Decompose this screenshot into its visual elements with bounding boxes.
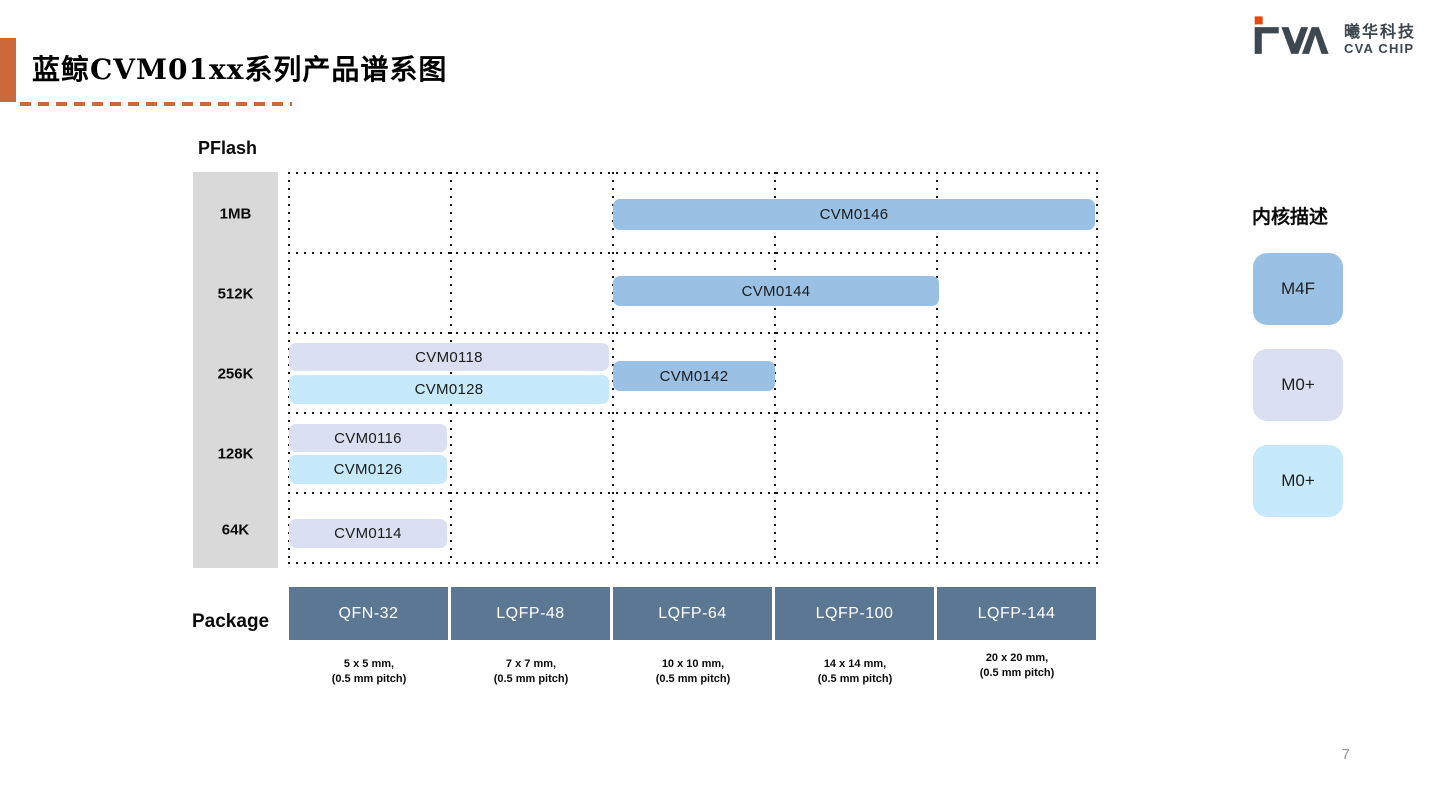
package-size-label: 10 x 10 mm, (0.5 mm pitch) — [655, 658, 731, 685]
product-bar: CVM0116 — [289, 424, 447, 452]
cva-logo-mark-icon — [1254, 16, 1329, 54]
grid-hline — [288, 412, 1098, 414]
grid-hline — [288, 252, 1098, 254]
grid-vline — [936, 172, 938, 564]
title-dashed-underline — [20, 102, 292, 106]
logo-company-name-en: CVA CHIP — [1343, 41, 1415, 57]
legend-title: 内核描述 — [1252, 207, 1329, 228]
package-block: QFN-32 — [289, 587, 448, 640]
y-axis-tick-label: 128K — [217, 445, 254, 463]
product-bar: CVM0146 — [613, 199, 1095, 230]
product-bar: CVM0126 — [289, 455, 447, 484]
y-axis-tick-label: 1MB — [219, 205, 252, 223]
x-axis-title: Package — [192, 611, 270, 632]
product-bar: CVM0128 — [289, 375, 609, 404]
package-block: LQFP-64 — [613, 587, 772, 640]
legend-core-box: M0+ — [1253, 349, 1343, 421]
company-logo: 曦华科技 CVA CHIP — [1252, 14, 1416, 58]
package-size-label: 5 x 5 mm, (0.5 mm pitch) — [331, 658, 407, 685]
logo-company-name-cn: 曦华科技 — [1343, 23, 1416, 41]
y-axis-tick-label: 256K — [217, 365, 254, 383]
legend-core-box: M4F — [1253, 253, 1343, 325]
package-size-label: 20 x 20 mm, (0.5 mm pitch) — [979, 652, 1055, 679]
package-block: LQFP-144 — [937, 587, 1096, 640]
product-bar: CVM0118 — [289, 343, 609, 371]
product-bar: CVM0144 — [613, 276, 939, 306]
package-size-label: 7 x 7 mm, (0.5 mm pitch) — [493, 658, 569, 685]
page-number: 7 — [1341, 746, 1350, 763]
grid-vline — [1096, 172, 1098, 564]
page-title: 蓝鲸CVM01xx系列产品谱系图 — [32, 53, 448, 86]
grid-hline — [288, 562, 1098, 564]
y-axis-tick-label: 512K — [217, 285, 254, 303]
product-bar: CVM0114 — [289, 519, 447, 548]
grid-hline — [288, 172, 1098, 174]
grid-hline — [288, 492, 1098, 494]
package-size-label: 14 x 14 mm, (0.5 mm pitch) — [817, 658, 893, 685]
package-block: LQFP-100 — [775, 587, 934, 640]
y-axis-column — [193, 172, 278, 568]
grid-vline — [288, 172, 290, 564]
package-block: LQFP-48 — [451, 587, 610, 640]
legend-core-box: M0+ — [1253, 445, 1343, 517]
logo-text: 曦华科技 CVA CHIP — [1344, 24, 1416, 58]
y-axis-title: PFlash — [198, 138, 258, 158]
title-accent-bar — [0, 38, 16, 102]
y-axis-tick-label: 64K — [221, 521, 250, 539]
product-bar: CVM0142 — [613, 361, 775, 391]
grid-vline — [774, 172, 776, 564]
grid-hline — [288, 332, 1098, 334]
